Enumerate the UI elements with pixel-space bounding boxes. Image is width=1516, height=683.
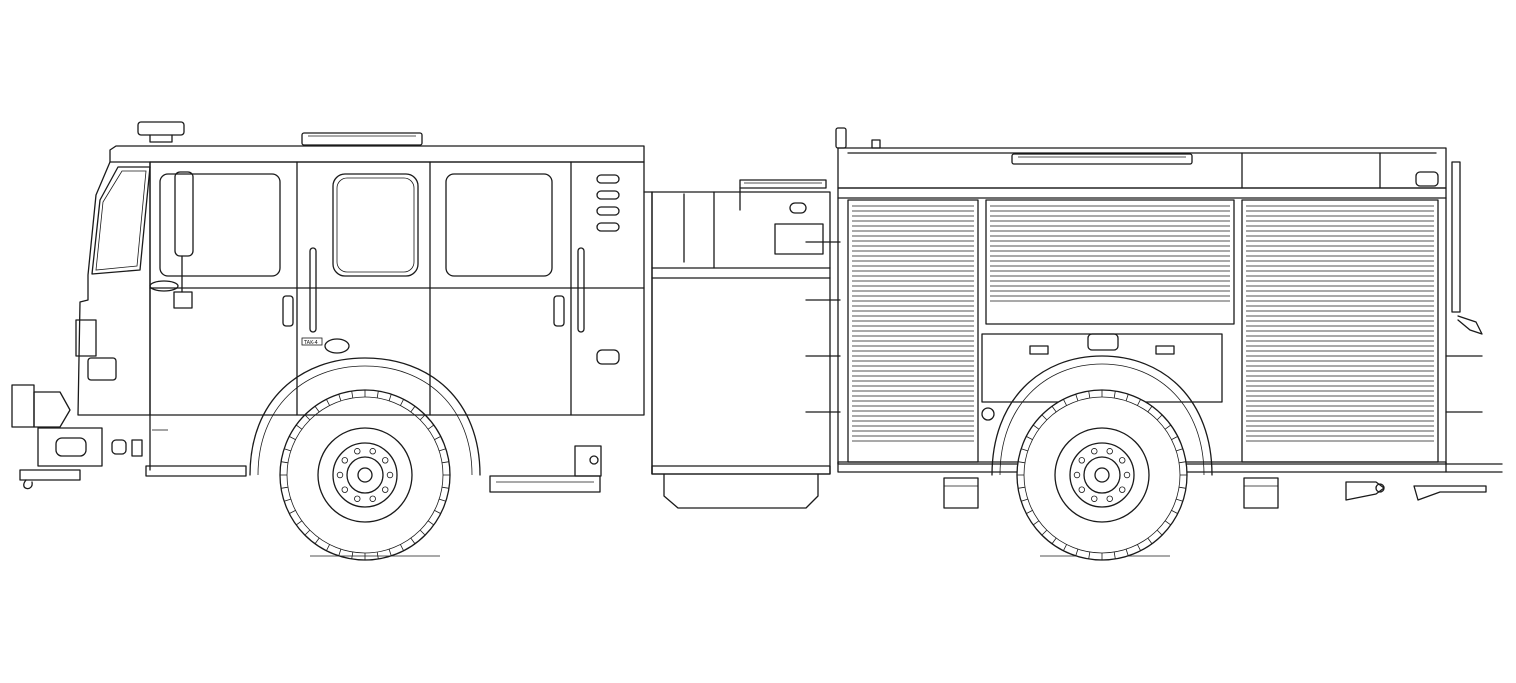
- rear-tow-bracket: [1345, 481, 1385, 501]
- pump-step-box: [663, 473, 819, 509]
- front-rim: [317, 427, 413, 523]
- cab-emblem: [149, 280, 179, 292]
- rear-light-bar: [1011, 153, 1193, 165]
- cab-badge-text: TAK-4: [303, 340, 318, 346]
- grab-handle: [309, 247, 317, 333]
- front-hub: [346, 456, 384, 494]
- lug-nut: [1106, 495, 1113, 502]
- cab-light-bar: [301, 132, 423, 146]
- rear-door-window: [332, 173, 419, 277]
- rear-cab-window: [445, 173, 553, 277]
- lug-nut: [354, 495, 361, 502]
- lug-nut: [1073, 471, 1081, 479]
- rear-body: [835, 127, 1503, 509]
- grab-handle: [577, 247, 585, 333]
- rear-fender: [991, 355, 1213, 476]
- rear-hub: [1083, 456, 1121, 494]
- rear-step-left: [943, 477, 979, 509]
- lug-nut: [369, 448, 376, 455]
- lug-nut: [1106, 448, 1113, 455]
- lug-nut: [341, 457, 348, 464]
- lug-nut: [382, 457, 389, 464]
- rear-grab-rail: [1451, 161, 1461, 313]
- front-door-window: [159, 173, 281, 277]
- lug-nut: [1091, 495, 1098, 502]
- lug-nut: [354, 448, 361, 455]
- lug-nut: [369, 495, 376, 502]
- front-wheel-assembly: [249, 357, 481, 561]
- windshield: [91, 166, 151, 275]
- lug-nut: [336, 471, 344, 479]
- rear-rim: [1054, 427, 1150, 523]
- side-mirror: [174, 171, 194, 257]
- cab-step: [489, 475, 601, 493]
- roof-beacon: [137, 121, 185, 136]
- lug-nut: [386, 471, 394, 479]
- rear-hitch: [1413, 485, 1487, 501]
- lug-nut: [1119, 486, 1126, 493]
- mid-compartment-shutter: [985, 199, 1235, 325]
- front-fender: [249, 357, 481, 476]
- lug-nut: [1078, 457, 1085, 464]
- rear-beacon: [1415, 171, 1439, 187]
- cab: TAK-4: [11, 121, 645, 493]
- lug-nut: [341, 486, 348, 493]
- lug-nut: [1078, 486, 1085, 493]
- rear-wheel-assembly: [991, 355, 1213, 561]
- lug-nut: [1123, 471, 1131, 479]
- rear-step-right: [1243, 477, 1279, 509]
- lug-nut: [1119, 457, 1126, 464]
- lug-nut: [382, 486, 389, 493]
- lug-nut: [1091, 448, 1098, 455]
- pump-gauge-panel: [774, 223, 824, 255]
- front-bumper: [37, 427, 103, 467]
- pump-module: [643, 179, 841, 509]
